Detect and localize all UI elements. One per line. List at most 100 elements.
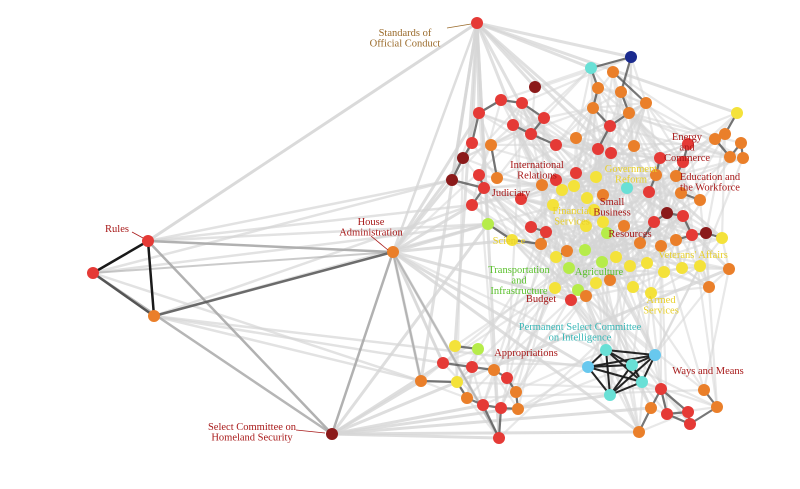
committee-node[interactable] [615, 86, 627, 98]
committee-node[interactable] [661, 207, 673, 219]
committee-node[interactable] [597, 189, 609, 201]
committee-node[interactable] [510, 386, 522, 398]
committee-node[interactable] [627, 281, 639, 293]
committee-node[interactable] [587, 102, 599, 114]
committee-node[interactable] [588, 204, 600, 216]
committee-node[interactable] [601, 227, 613, 239]
committee-node[interactable] [716, 232, 728, 244]
committee-node[interactable] [675, 187, 687, 199]
committee-node[interactable] [549, 282, 561, 294]
committee-node[interactable] [525, 128, 537, 140]
committee-node[interactable] [451, 376, 463, 388]
committee-node[interactable] [550, 139, 562, 151]
committee-node[interactable] [495, 94, 507, 106]
committee-node[interactable] [711, 401, 723, 413]
committee-node[interactable] [501, 372, 513, 384]
committee-node[interactable] [446, 174, 458, 186]
committee-node[interactable] [473, 107, 485, 119]
committee-node[interactable] [515, 193, 527, 205]
committee-node[interactable] [415, 375, 427, 387]
committee-node[interactable] [590, 277, 602, 289]
committee-node[interactable] [604, 389, 616, 401]
committee-node[interactable] [585, 62, 597, 74]
committee-node[interactable] [654, 152, 666, 164]
committee-node[interactable] [700, 227, 712, 239]
committee-node[interactable] [540, 226, 552, 238]
committee-node[interactable] [495, 402, 507, 414]
committee-node[interactable] [645, 287, 657, 299]
committee-node[interactable] [87, 267, 99, 279]
committee-node[interactable] [507, 119, 519, 131]
committee-node[interactable] [449, 340, 461, 352]
committee-node[interactable] [604, 120, 616, 132]
committee-node[interactable] [582, 361, 594, 373]
committee-node[interactable] [649, 349, 661, 361]
committee-node[interactable] [550, 251, 562, 263]
committee-node[interactable] [148, 310, 160, 322]
committee-node[interactable] [694, 194, 706, 206]
committee-node[interactable] [471, 17, 483, 29]
committee-node[interactable] [466, 137, 478, 149]
committee-node[interactable] [596, 256, 608, 268]
committee-node[interactable] [610, 251, 622, 263]
committee-node[interactable] [604, 274, 616, 286]
committee-node[interactable] [633, 426, 645, 438]
committee-node[interactable] [624, 260, 636, 272]
committee-node[interactable] [724, 151, 736, 163]
committee-node[interactable] [516, 97, 528, 109]
committee-node[interactable] [478, 182, 490, 194]
committee-node[interactable] [626, 359, 638, 371]
committee-node[interactable] [618, 220, 630, 232]
committee-node[interactable] [694, 260, 706, 272]
committee-node[interactable] [529, 81, 541, 93]
committee-node[interactable] [661, 408, 673, 420]
committee-node[interactable] [493, 432, 505, 444]
committee-node[interactable] [731, 107, 743, 119]
committee-node[interactable] [641, 257, 653, 269]
committee-node[interactable] [625, 51, 637, 63]
committee-node[interactable] [561, 245, 573, 257]
committee-node[interactable] [676, 262, 688, 274]
committee-node[interactable] [570, 132, 582, 144]
committee-node[interactable] [698, 384, 710, 396]
committee-node[interactable] [485, 139, 497, 151]
committee-node[interactable] [437, 357, 449, 369]
committee-node[interactable] [677, 156, 689, 168]
committee-node[interactable] [682, 406, 694, 418]
committee-node[interactable] [461, 392, 473, 404]
committee-node[interactable] [556, 184, 568, 196]
committee-node[interactable] [623, 107, 635, 119]
committee-node[interactable] [703, 281, 715, 293]
committee-node[interactable] [387, 246, 399, 258]
committee-node[interactable] [677, 210, 689, 222]
committee-node[interactable] [621, 182, 633, 194]
committee-node[interactable] [670, 170, 682, 182]
committee-node[interactable] [597, 216, 609, 228]
committee-node[interactable] [709, 133, 721, 145]
committee-node[interactable] [590, 171, 602, 183]
committee-node[interactable] [466, 199, 478, 211]
committee-node[interactable] [512, 403, 524, 415]
committee-node[interactable] [650, 169, 662, 181]
committee-node[interactable] [655, 383, 667, 395]
committee-node[interactable] [670, 234, 682, 246]
committee-node[interactable] [472, 343, 484, 355]
committee-node[interactable] [723, 263, 735, 275]
committee-node[interactable] [547, 199, 559, 211]
committee-node[interactable] [565, 294, 577, 306]
committee-node[interactable] [684, 418, 696, 430]
committee-node[interactable] [645, 402, 657, 414]
committee-node[interactable] [570, 167, 582, 179]
committee-node[interactable] [457, 152, 469, 164]
committee-node[interactable] [482, 218, 494, 230]
committee-node[interactable] [536, 179, 548, 191]
committee-node[interactable] [535, 238, 547, 250]
committee-node[interactable] [686, 229, 698, 241]
committee-node[interactable] [640, 97, 652, 109]
committee-node[interactable] [488, 364, 500, 376]
committee-node[interactable] [579, 244, 591, 256]
committee-node[interactable] [605, 147, 617, 159]
committee-node[interactable] [563, 262, 575, 274]
committee-node[interactable] [580, 220, 592, 232]
committee-node[interactable] [600, 344, 612, 356]
